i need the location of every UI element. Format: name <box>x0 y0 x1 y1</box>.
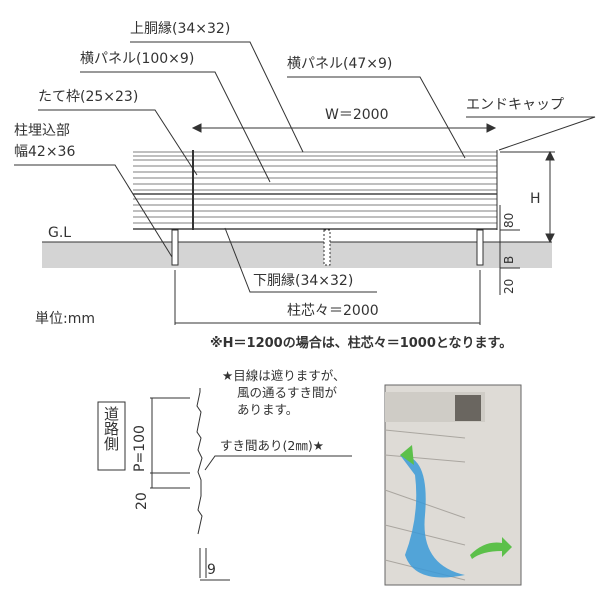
dim-section-9: 9 <box>207 562 216 578</box>
dim-width: W＝2000 <box>325 107 389 123</box>
panel-section-profile <box>196 388 207 578</box>
label-post-embed: 柱埋込部 <box>14 123 70 139</box>
note-line-1: ★目線は遮りますが、 <box>222 368 346 383</box>
note-line-3: あります。 <box>237 402 299 417</box>
dim-pitch: P=100 <box>132 425 148 472</box>
panel-photo <box>384 384 522 586</box>
post-center <box>323 229 331 266</box>
label-gap: すき間あり(2㎜)★ <box>220 438 324 453</box>
post-right <box>476 229 484 266</box>
label-panel-100: 横パネル(100×9) <box>80 51 195 67</box>
dim-post-pitch: 柱芯々＝2000 <box>287 303 379 319</box>
ground-band <box>42 242 552 268</box>
label-post-width: 幅42×36 <box>14 144 76 160</box>
road-side-box <box>97 401 126 471</box>
label-road-side: 道路側 <box>102 406 120 451</box>
label-vertical-frame: たて枠(25×23) <box>38 89 139 105</box>
label-ground-level: G.L <box>48 225 72 241</box>
label-end-cap: エンドキャップ <box>466 97 564 113</box>
note-height: ※H＝1200の場合は、柱芯々＝1000となります。 <box>210 336 513 351</box>
label-bottom-rail: 下胴縁(34×32) <box>253 273 354 289</box>
label-unit: 単位:mm <box>35 311 95 327</box>
dim-section-20: 20 <box>134 492 150 510</box>
label-top-rail: 上胴縁(34×32) <box>130 21 231 37</box>
dim-b: B <box>502 255 516 264</box>
post-left <box>171 229 179 266</box>
note-line-2: 風の通るすき間が <box>237 385 338 400</box>
dim-20: 20 <box>502 278 516 294</box>
label-panel-47: 横パネル(47×9) <box>287 56 393 72</box>
dim-height: H <box>530 191 541 207</box>
dim-80: 80 <box>502 212 516 228</box>
